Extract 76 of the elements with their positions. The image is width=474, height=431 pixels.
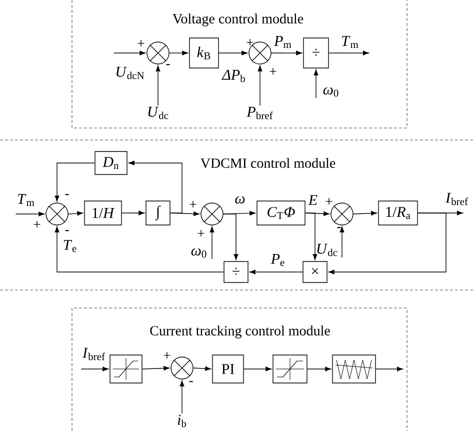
arrow xyxy=(193,366,211,371)
arrow xyxy=(180,380,184,414)
limiter-block xyxy=(110,354,142,384)
integrator-block: ∫ xyxy=(146,200,170,226)
edge-label: I$_{bref}$ xyxy=(445,192,468,206)
signal-label: U$_{dc}$ xyxy=(148,106,168,120)
edge-label: ΔP$_{b}$ xyxy=(222,70,245,82)
edge-label: P$_{m}$ xyxy=(274,36,292,48)
arrow xyxy=(328,212,446,274)
summing-junction xyxy=(170,356,194,380)
arrow xyxy=(314,70,318,98)
summing-junction xyxy=(46,202,68,226)
arrow xyxy=(80,366,108,372)
edge-label: T$_{m}$ xyxy=(342,36,358,48)
sign-label: - xyxy=(65,194,69,196)
signal-label: I$_{bref}$ xyxy=(82,348,105,360)
arrow xyxy=(353,211,377,216)
arrow xyxy=(328,50,369,56)
edge-label: ω xyxy=(235,196,245,204)
edge-label: E xyxy=(308,195,318,205)
arrow xyxy=(244,366,272,372)
arrow xyxy=(258,66,262,106)
arrow xyxy=(223,214,238,260)
multiplier-block: × xyxy=(302,261,328,283)
signal-label: T$_{m}$ xyxy=(18,194,34,206)
sign-label: + xyxy=(326,198,332,205)
pwm-block xyxy=(332,354,376,384)
arrow xyxy=(15,212,44,216)
gain-block: C$_{T}$Φ xyxy=(256,200,306,226)
arrow xyxy=(271,50,302,56)
arrow xyxy=(218,50,248,56)
arrow xyxy=(307,366,331,372)
gain-block: D$_{n}$ xyxy=(94,151,128,175)
arrow xyxy=(376,366,403,372)
summing-junction xyxy=(146,42,170,64)
controller-block: PI xyxy=(212,354,244,384)
arrow xyxy=(169,50,188,56)
sign-label: + xyxy=(246,39,254,46)
arrow xyxy=(113,50,146,56)
arrow xyxy=(128,160,182,214)
arrow xyxy=(68,211,83,216)
gain-block: 1/R$_{a}$ xyxy=(378,200,418,226)
signal-label: P$_{bref}$ xyxy=(246,106,273,120)
signal-label: i$_{b}$ xyxy=(178,414,186,428)
gain-block: 1/H xyxy=(84,200,122,226)
arrow xyxy=(54,226,224,272)
arrow xyxy=(210,226,214,260)
sign-label: - xyxy=(189,381,193,382)
summing-junction xyxy=(330,202,354,226)
limiter-block xyxy=(272,354,308,384)
sign-label: + xyxy=(190,201,196,208)
arrow xyxy=(156,66,160,106)
sign-label: + xyxy=(138,40,144,47)
edge-label: P$_{e}$ xyxy=(270,254,284,266)
arrow xyxy=(340,226,344,258)
signal-label: U$_{dc}$ xyxy=(317,244,338,256)
signal-label: ω$_{0}$ xyxy=(191,248,206,258)
arrow xyxy=(54,162,95,202)
summing-junction xyxy=(200,202,224,226)
signal-label: U$_{dcN}$ xyxy=(116,66,144,80)
arrow xyxy=(305,212,318,260)
sign-label: + xyxy=(34,221,40,228)
signal-label: ω$_{0}$ xyxy=(323,87,338,97)
arrow xyxy=(142,366,170,370)
arrow xyxy=(250,270,303,274)
sign-label: + xyxy=(270,68,276,75)
divider-block: ÷ xyxy=(224,261,248,283)
sign-label: - xyxy=(65,230,69,232)
gain-block: k$_{B}$ xyxy=(189,38,219,68)
edge-label: T$_{e}$ xyxy=(64,240,76,252)
sign-label: - xyxy=(337,227,341,228)
sign-label: + xyxy=(164,352,170,359)
divider-block: ÷ xyxy=(303,38,329,68)
sign-label: - xyxy=(166,64,170,66)
arrow xyxy=(122,210,144,216)
sign-label: + xyxy=(198,230,204,237)
